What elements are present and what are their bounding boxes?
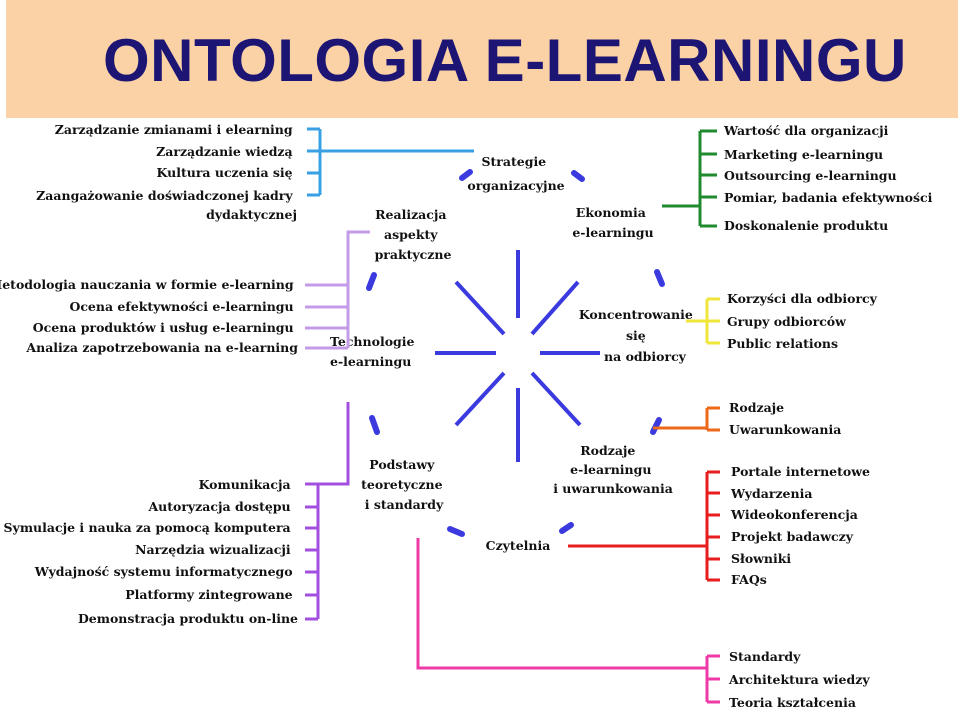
- item-label: Platformy zintegrowane: [125, 587, 292, 602]
- item-label: Wydarzenia: [730, 486, 812, 501]
- connector-line: [316, 402, 350, 619]
- item-label: dydaktycznej: [206, 207, 297, 222]
- item-label: Zarządzanie zmianami i elearning: [55, 122, 293, 137]
- ring-dash: [571, 170, 585, 182]
- branch-ekonomia: Wartość dla organizacji Marketing e-lear…: [662, 123, 937, 233]
- item-label: Architektura wiedzy: [728, 672, 870, 687]
- branch-metodologia: Metodologia nauczania w formie e-learnin…: [0, 230, 370, 355]
- connector-line: [346, 230, 370, 348]
- branch-odbiorca: Korzyści dla odbiorcy Grupy odbiorców Pu…: [686, 291, 881, 351]
- item-label: Kultura uczenia się: [157, 165, 293, 180]
- item-label: Zarządzanie wiedzą: [156, 144, 293, 159]
- item-label: Analiza zapotrzebowania na e-learning: [25, 340, 298, 355]
- item-label: Ocena produktów i usług e-learningu: [33, 320, 294, 335]
- branch-rodzaje: Rodzaje Uwarunkowania: [653, 400, 841, 437]
- ring-dash: [366, 272, 377, 291]
- ring-dash: [447, 526, 465, 537]
- branch-labels: Komunikacja Autoryzacja dostępu Symulacj…: [4, 477, 299, 626]
- item-label: Outsourcing e-learningu: [724, 168, 897, 183]
- item-label: Demonstracja produktu on-line: [78, 611, 298, 626]
- central-wheel: [435, 250, 600, 462]
- item-label: Portale internetowe: [731, 464, 870, 479]
- item-label: Symulacje i nauka za pomocą komputera: [4, 520, 291, 535]
- item-label: Doskonalenie produktu: [724, 218, 888, 233]
- branch-czytelnia: Portale internetowe Wydarzenia Wideokonf…: [568, 464, 874, 587]
- ring-dash: [459, 169, 473, 181]
- branch-standardy: Standardy Architektura wiedzy Teoria ksz…: [416, 538, 874, 710]
- title-banner: ONTOLOGIA E-LEARNINGU: [6, 0, 958, 118]
- item-label: Komunikacja: [199, 477, 291, 492]
- branch-labels: Portale internetowe Wydarzenia Wideokonf…: [730, 464, 874, 587]
- page-title: ONTOLOGIA E-LEARNINGU: [103, 27, 907, 94]
- item-label: Zaangażowanie doświadczonej kadry: [36, 188, 293, 203]
- item-label: Projekt badawczy: [731, 529, 854, 544]
- ring-dash: [654, 269, 665, 287]
- item-label: Słowniki: [731, 551, 791, 566]
- node-technologie: Technologie e-learningu: [330, 334, 419, 369]
- item-label: Uwarunkowania: [729, 422, 841, 437]
- item-label: Public relations: [727, 336, 838, 351]
- node-rodzaje: Rodzaje e-learningu i uwarunkowania: [553, 443, 673, 496]
- item-label: Teoria kształcenia: [729, 695, 856, 710]
- ring-dash: [369, 415, 380, 435]
- connector-line: [416, 538, 707, 670]
- branch-zarzadzanie: Zarządzanie zmianami i elearning Zarządz…: [36, 122, 474, 222]
- node-czytelnia: Czytelnia: [486, 538, 551, 553]
- branch-labels: Rodzaje Uwarunkowania: [729, 400, 841, 437]
- wheel-spoke: [454, 280, 506, 336]
- item-label: Ocena efektywności e-learningu: [69, 299, 293, 314]
- item-label: Metodologia nauczania w formie e-learnin…: [0, 277, 294, 292]
- branch-labels: Wartość dla organizacji Marketing e-lear…: [723, 123, 937, 233]
- item-label: Wideokonferencja: [730, 507, 858, 522]
- branch-labels: Zarządzanie zmianami i elearning Zarządz…: [36, 122, 297, 222]
- item-label: Marketing e-learningu: [724, 147, 883, 162]
- item-label: Korzyści dla odbiorcy: [727, 291, 878, 306]
- node-strategie: Strategie organizacyjne: [467, 154, 564, 193]
- branch-labels: Korzyści dla odbiorcy Grupy odbiorców Pu…: [727, 291, 881, 351]
- node-koncentrowanie: Koncentrowanie się na odbiorcy: [579, 307, 697, 364]
- item-label: Pomiar, badania efektywności: [724, 190, 933, 205]
- item-label: Rodzaje: [729, 400, 784, 415]
- wheel-spoke: [454, 371, 506, 427]
- node-realizacja: Realizacja aspekty praktyczne: [375, 207, 452, 262]
- branch-labels: Metodologia nauczania w formie e-learnin…: [0, 277, 298, 355]
- node-podstawy: Podstawy teoretyczne i standardy: [361, 457, 447, 512]
- item-label: Grupy odbiorców: [727, 314, 847, 329]
- item-label: Wydajność systemu informatycznego: [34, 564, 293, 579]
- item-label: Wartość dla organizacji: [723, 123, 889, 138]
- item-label: Standardy: [729, 649, 801, 664]
- branch-technologie: Komunikacja Autoryzacja dostępu Symulacj…: [4, 402, 350, 626]
- ring-dash: [650, 417, 662, 435]
- wheel-spoke: [530, 280, 580, 336]
- branch-labels: Standardy Architektura wiedzy Teoria ksz…: [728, 649, 874, 710]
- item-label: Autoryzacja dostępu: [147, 499, 290, 514]
- wheel-spoke: [530, 371, 582, 427]
- item-label: FAQs: [731, 572, 767, 587]
- node-ekonomia: Ekonomia e-learningu: [572, 205, 653, 240]
- ring-dash: [559, 522, 574, 534]
- item-label: Narzędzia wizualizacji: [135, 542, 291, 557]
- wheel-ring: [366, 169, 665, 537]
